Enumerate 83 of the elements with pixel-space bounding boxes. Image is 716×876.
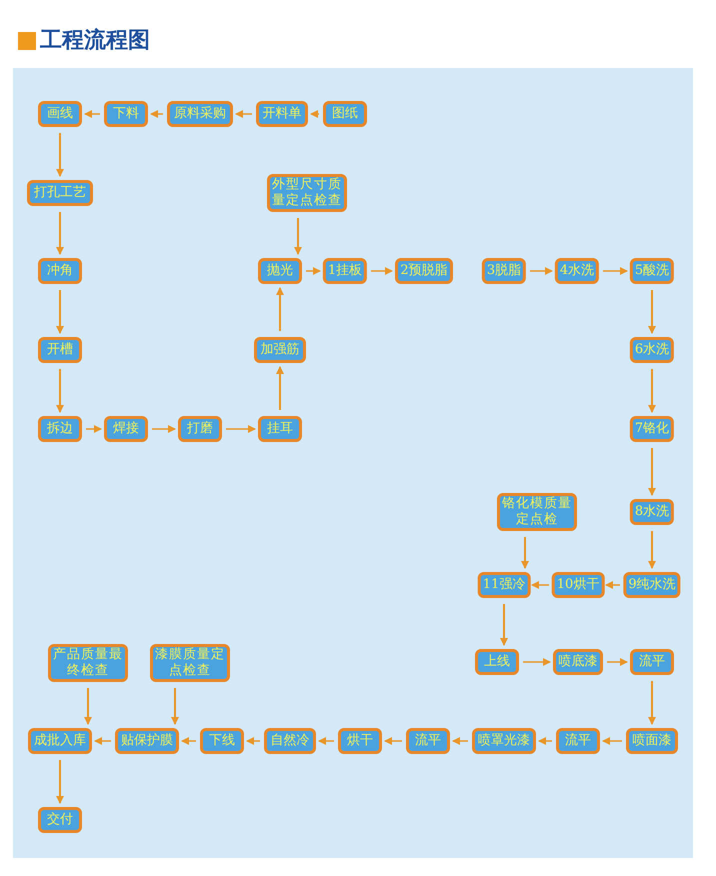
process-box: 喷面漆 bbox=[626, 728, 678, 754]
process-box: 打孔工艺 bbox=[27, 180, 93, 206]
arrow bbox=[86, 425, 102, 433]
process-box: 10烘干 bbox=[552, 572, 604, 598]
process-box: 流平 bbox=[556, 728, 600, 754]
arrow bbox=[648, 290, 656, 334]
process-box: 焊接 bbox=[104, 416, 148, 442]
arrow bbox=[531, 581, 549, 589]
arrow bbox=[84, 110, 100, 118]
inspection-box: 铬化模质量定点检 bbox=[497, 493, 577, 531]
arrow bbox=[226, 425, 256, 433]
arrow bbox=[452, 737, 468, 745]
process-box: 交付 bbox=[38, 807, 82, 833]
process-box: 喷底漆 bbox=[553, 649, 603, 675]
arrow bbox=[181, 737, 196, 745]
process-box: 抛光 bbox=[258, 258, 302, 284]
process-box: 开槽 bbox=[38, 337, 82, 363]
process-box: 自然冷 bbox=[264, 728, 316, 754]
arrow bbox=[384, 737, 402, 745]
arrow bbox=[310, 110, 319, 118]
arrow bbox=[235, 110, 252, 118]
arrow bbox=[648, 369, 656, 413]
arrow bbox=[607, 658, 628, 666]
process-box: 画线 bbox=[38, 101, 82, 127]
arrow bbox=[318, 737, 334, 745]
arrow bbox=[371, 267, 393, 275]
arrow bbox=[276, 287, 284, 331]
arrow bbox=[530, 267, 553, 275]
process-box: 贴保护膜 bbox=[115, 728, 179, 754]
process-box: 流平 bbox=[630, 649, 674, 675]
process-box: 烘干 bbox=[338, 728, 382, 754]
title: 工程流程图 bbox=[40, 27, 150, 55]
arrow bbox=[605, 581, 620, 589]
process-box: 3脱脂 bbox=[482, 258, 526, 284]
process-box: 成批入库 bbox=[28, 728, 92, 754]
process-box: 原料采购 bbox=[167, 101, 233, 127]
process-box: 喷罩光漆 bbox=[472, 728, 536, 754]
arrow bbox=[150, 110, 163, 118]
arrow bbox=[521, 537, 529, 569]
process-box: 5酸洗 bbox=[630, 258, 674, 284]
process-box: 流平 bbox=[406, 728, 450, 754]
process-box: 2预脱脂 bbox=[395, 258, 453, 284]
process-box: 挂耳 bbox=[258, 416, 302, 442]
arrow bbox=[603, 267, 628, 275]
arrow bbox=[171, 688, 179, 725]
process-box: 11强冷 bbox=[478, 572, 530, 598]
process-box: 加强筋 bbox=[254, 337, 306, 363]
arrow bbox=[523, 658, 551, 666]
process-box: 打磨 bbox=[178, 416, 222, 442]
process-box: 7铬化 bbox=[630, 416, 674, 442]
arrow bbox=[500, 604, 508, 646]
arrow bbox=[306, 267, 321, 275]
arrow bbox=[56, 760, 64, 804]
arrow bbox=[56, 369, 64, 413]
process-box: 下线 bbox=[200, 728, 244, 754]
arrow bbox=[56, 133, 64, 177]
arrow bbox=[602, 737, 622, 745]
process-box: 冲角 bbox=[38, 258, 82, 284]
arrow bbox=[538, 737, 552, 745]
process-box: 8水洗 bbox=[630, 499, 674, 525]
process-box: 下料 bbox=[104, 101, 148, 127]
process-box: 拆边 bbox=[38, 416, 82, 442]
arrow bbox=[56, 212, 64, 255]
inspection-box: 漆膜质量定点检查 bbox=[150, 644, 230, 682]
process-box: 4水洗 bbox=[554, 258, 600, 284]
arrow bbox=[648, 681, 656, 725]
arrow bbox=[294, 218, 302, 255]
arrow bbox=[246, 737, 260, 745]
arrow bbox=[276, 366, 284, 410]
process-box: 1挂板 bbox=[322, 258, 368, 284]
process-box: 图纸 bbox=[323, 101, 367, 127]
inspection-box: 外型尺寸质量定点检查 bbox=[267, 174, 347, 212]
arrow bbox=[648, 448, 656, 496]
process-box: 6水洗 bbox=[630, 337, 674, 363]
inspection-box: 产品质量最终检查 bbox=[48, 644, 128, 682]
arrow bbox=[152, 425, 176, 433]
arrow bbox=[648, 531, 656, 569]
arrow bbox=[84, 688, 92, 725]
arrow bbox=[94, 737, 111, 745]
process-box: 9纯水洗 bbox=[623, 572, 681, 598]
process-box: 开料单 bbox=[256, 101, 308, 127]
arrow bbox=[56, 290, 64, 334]
process-box: 上线 bbox=[475, 649, 519, 675]
